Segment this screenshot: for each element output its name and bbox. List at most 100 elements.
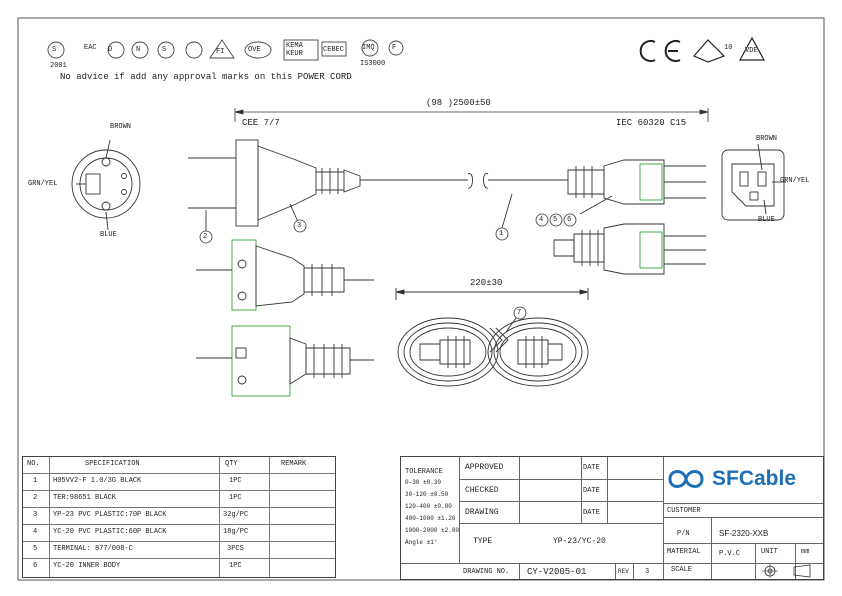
spec-no: 6 bbox=[33, 562, 38, 570]
spec-text: YC-20 PVC PLASTIC:60P BLACK bbox=[53, 528, 167, 536]
spec-qty: 3PCS bbox=[227, 545, 244, 553]
approval-marks bbox=[47, 39, 404, 61]
tolerance-label: TOLERANCE bbox=[405, 468, 443, 476]
approval-mark-caption: 2001 bbox=[50, 62, 67, 70]
left-blue-label: BLUE bbox=[100, 231, 117, 239]
material-value: P.V.C bbox=[719, 550, 741, 558]
callout-1: 1 bbox=[499, 230, 504, 238]
spec-qty: 18g/PC bbox=[223, 528, 249, 536]
spec-no: 5 bbox=[33, 545, 38, 553]
approval-note: No advice if add any approval marks on t… bbox=[60, 72, 352, 82]
plug-variant-3 bbox=[196, 325, 374, 397]
rev-value: 3 bbox=[645, 568, 650, 576]
material-label: MATERIAL bbox=[667, 548, 701, 556]
pn-value: SF-2320-XXB bbox=[719, 529, 769, 538]
spec-qty: 1PC bbox=[229, 477, 242, 485]
approval-mark-d: D bbox=[108, 46, 113, 54]
length-dimension bbox=[234, 108, 709, 122]
coiled-cord bbox=[395, 288, 589, 387]
spec-qty: 1PC bbox=[229, 494, 242, 502]
unit-value: mm bbox=[801, 548, 810, 556]
spec-no: 4 bbox=[33, 528, 38, 536]
coil-width-label: 220±30 bbox=[470, 278, 503, 288]
tolerance-line: 400-1000 ±1.20 bbox=[405, 515, 456, 522]
right-grn-yel-label: GRN/YEL bbox=[780, 177, 810, 185]
scale-label: SCALE bbox=[671, 566, 693, 574]
table-row: 1 H05VV2-F 1.0/3G BLACK 1PC bbox=[23, 473, 335, 489]
spec-text: TERMINAL: 877/008-C bbox=[53, 545, 133, 553]
spec-no: 1 bbox=[33, 477, 38, 485]
spec-no: 2 bbox=[33, 494, 38, 502]
ce-vde-marks bbox=[639, 36, 766, 63]
spec-header-row: NO. SPECIFICATION QTY REMARK bbox=[23, 457, 335, 472]
table-row: 4 YC-20 PVC PLASTIC:60P BLACK 18g/PC bbox=[23, 524, 335, 540]
approval-mark-n: N bbox=[136, 46, 141, 54]
plug-face-left bbox=[71, 139, 141, 231]
tolerance-line: 1000-2000 ±2.00 bbox=[405, 527, 460, 534]
callout-2: 2 bbox=[203, 233, 208, 241]
sfcable-logo-icon bbox=[668, 470, 704, 488]
main-plug-side bbox=[188, 139, 568, 232]
approval-mark-ove: OVE bbox=[248, 46, 261, 54]
tolerance-line: 120-400 ±0.80 bbox=[405, 503, 452, 510]
type-value: YP-23/YC-20 bbox=[553, 537, 606, 546]
connector-c15-top bbox=[567, 159, 706, 215]
approved-label: APPROVED bbox=[465, 463, 504, 472]
tolerance-line: 0-30 ±0.30 bbox=[405, 479, 442, 486]
approval-mark-fi: FI bbox=[216, 48, 225, 56]
approval-mark-f: F bbox=[392, 44, 397, 52]
plug-type-label: CEE 7/7 bbox=[242, 118, 280, 128]
callout-3: 3 bbox=[297, 222, 302, 230]
connector-c15-bottom bbox=[553, 223, 706, 275]
spec-text: H05VV2-F 1.0/3G BLACK bbox=[53, 477, 142, 485]
specification-table: NO. SPECIFICATION QTY REMARK 1 H05VV2-F … bbox=[22, 456, 336, 578]
drawing-no-label: DRAWING NO. bbox=[463, 568, 510, 576]
date-label: DATE bbox=[583, 509, 600, 517]
callout-7: 7 bbox=[517, 309, 522, 317]
date-label: DATE bbox=[583, 464, 600, 472]
drawing-label: DRAWING bbox=[465, 508, 499, 517]
spec-qty: 32g/PC bbox=[223, 511, 249, 519]
checked-label: CHECKED bbox=[465, 486, 499, 495]
table-row: 2 TER:98651 BLACK 1PC bbox=[23, 490, 335, 506]
callout-6: 6 bbox=[567, 216, 572, 224]
right-brown-label: BROWN bbox=[756, 135, 778, 143]
rohs-mark: 10 bbox=[724, 44, 733, 52]
type-label: TYPE bbox=[473, 537, 493, 546]
spec-header-spec: SPECIFICATION bbox=[85, 460, 140, 468]
spec-text: YC-20 INNER BODY bbox=[53, 562, 121, 570]
projection-symbol-icon bbox=[762, 564, 811, 578]
plug-variant-2 bbox=[196, 239, 374, 311]
title-block: TOLERANCE 0-30 ±0.30 30-120 ±0.50 120-40… bbox=[400, 456, 824, 580]
callout-bubbles bbox=[199, 213, 577, 320]
pn-label: P/N bbox=[677, 530, 690, 538]
approval-mark-caption-2: IS3000 bbox=[360, 60, 386, 68]
spec-text: TER:98651 BLACK bbox=[53, 494, 117, 502]
table-row: 5 TERMINAL: 877/008-C 3PCS bbox=[23, 541, 335, 557]
approval-mark-s-first: S bbox=[52, 46, 57, 54]
unit-label: UNIT bbox=[761, 548, 778, 556]
right-blue-label: BLUE bbox=[758, 216, 775, 224]
tolerance-line: 30-120 ±0.50 bbox=[405, 491, 449, 498]
spec-header-remark: REMARK bbox=[281, 460, 307, 468]
approval-mark-kema: KEMA KEUR bbox=[286, 42, 303, 58]
connector-face-right bbox=[721, 143, 786, 221]
approval-mark-cebec: CEBEC bbox=[323, 46, 345, 54]
callout-5: 5 bbox=[553, 216, 558, 224]
spec-header-qty: QTY bbox=[225, 460, 238, 468]
approval-mark-eac: EAC bbox=[84, 44, 97, 52]
approval-mark-imq: IMQ bbox=[362, 44, 375, 52]
left-brown-label: BROWN bbox=[110, 123, 132, 131]
callout-4: 4 bbox=[539, 216, 544, 224]
table-row: 6 YC-20 INNER BODY 1PC bbox=[23, 558, 335, 574]
tolerance-line: Angle ±1° bbox=[405, 539, 438, 546]
vde-mark: VDE bbox=[745, 47, 758, 55]
date-label: DATE bbox=[583, 487, 600, 495]
rev-label: REV bbox=[618, 568, 629, 575]
spec-qty: 1PC bbox=[229, 562, 242, 570]
spec-text: YP-23 PVC PLASTIC:70P BLACK bbox=[53, 511, 167, 519]
customer-label: CUSTOMER bbox=[667, 507, 701, 515]
spec-header-no: NO. bbox=[27, 460, 40, 468]
left-grn-yel-label: GRN/YEL bbox=[28, 180, 58, 188]
